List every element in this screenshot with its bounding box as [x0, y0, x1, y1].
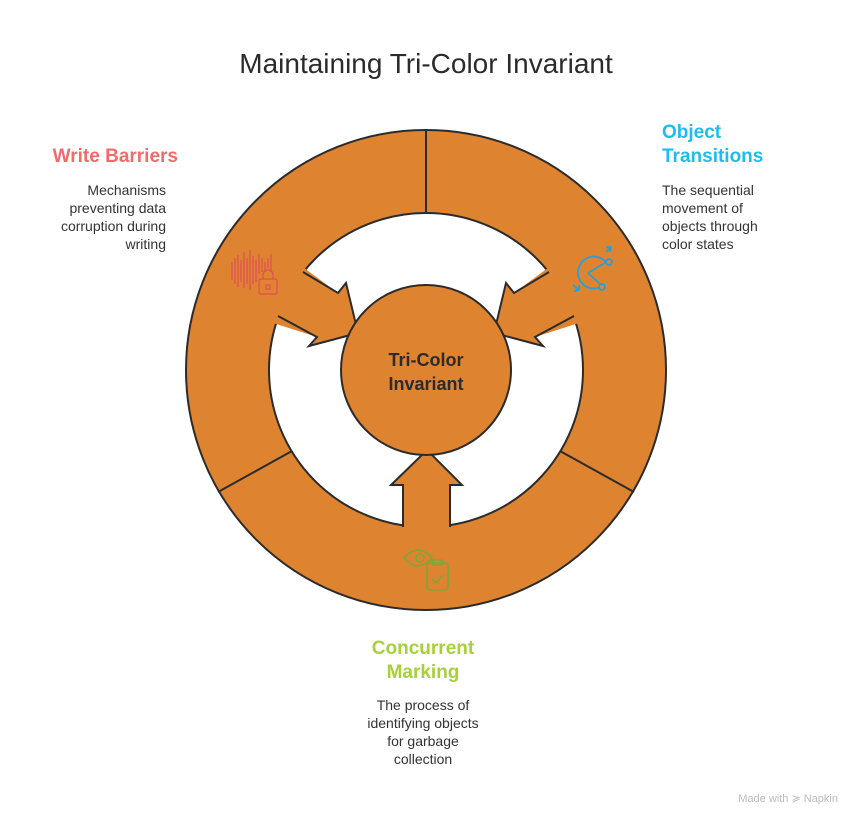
center-label-line: Invariant — [388, 374, 464, 394]
heading-line: Concurrent — [371, 638, 475, 659]
sound-wave-lock-icon — [231, 250, 278, 295]
heading-line: Object — [662, 122, 722, 143]
heading-line: Transitions — [662, 146, 764, 167]
write-barriers-description: Mechanisms preventing data corruption du… — [0, 181, 166, 253]
diagram-title: Maintaining Tri-Color Invariant — [239, 48, 613, 79]
center-circle — [340, 284, 512, 456]
description-line: preventing data — [69, 200, 166, 216]
description-line: for garbage — [387, 733, 459, 749]
object-transitions-heading: Object Transitions — [662, 121, 763, 169]
arrow-bottom — [388, 448, 465, 536]
outer-ring — [184, 129, 668, 611]
center-label-line: Tri-Color — [388, 350, 464, 370]
concurrent-marking-heading: Concurrent Marking — [323, 637, 523, 685]
concurrent-marking-description: The process of identifying objects for g… — [323, 696, 523, 768]
napkin-watermark: Made with ≽ Napkin — [738, 793, 838, 805]
description-line: color states — [662, 236, 734, 252]
heading-line: Marking — [386, 662, 460, 683]
description-line: identifying objects — [367, 715, 479, 731]
description-line: Mechanisms — [87, 182, 166, 198]
write-barriers-heading: Write Barriers — [52, 146, 178, 167]
divider-right — [559, 450, 635, 493]
object-transitions-description: The sequential movement of objects throu… — [662, 181, 758, 253]
center-label: Tri-Color Invariant — [341, 348, 511, 396]
description-line: collection — [393, 751, 453, 767]
description-line: corruption during — [60, 218, 166, 234]
description-line: writing — [125, 236, 166, 252]
description-line: The process of — [376, 697, 470, 713]
divider-left — [217, 450, 293, 493]
description-line: The sequential — [662, 182, 754, 198]
description-line: movement of — [662, 200, 743, 216]
description-line: objects through — [662, 218, 758, 234]
cycle-transition-icon — [572, 246, 613, 292]
eye-clipboard-icon — [402, 549, 449, 591]
